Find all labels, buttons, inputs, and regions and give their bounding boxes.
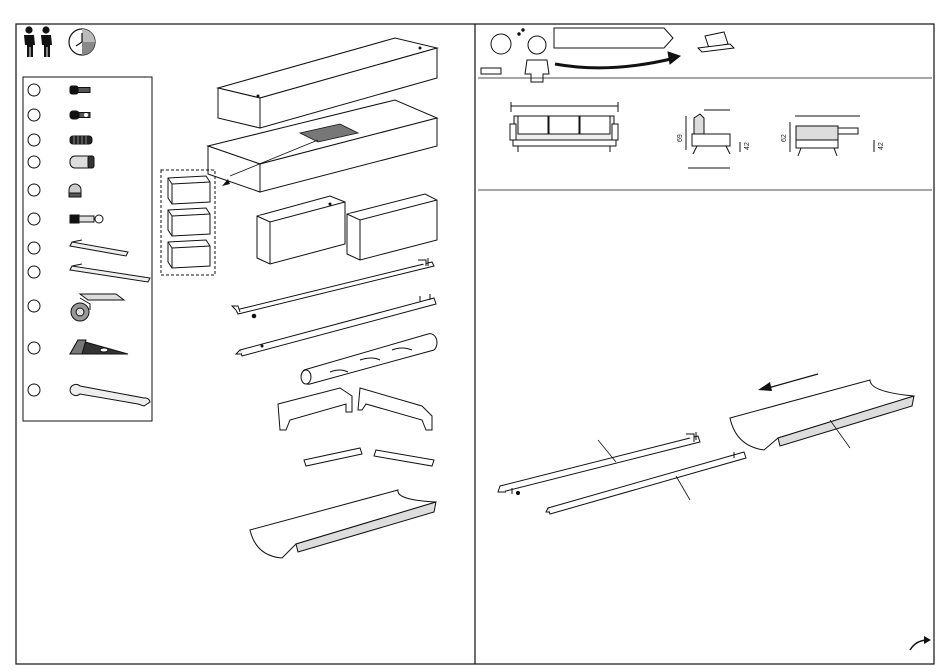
step-back-tray xyxy=(730,380,914,450)
step-circle xyxy=(491,34,511,54)
laptop-icon xyxy=(698,32,734,52)
threaded-bolt-icon xyxy=(70,136,92,144)
help-banner xyxy=(481,28,734,82)
bolt-short-icon xyxy=(70,86,90,94)
legs-pair xyxy=(278,388,432,430)
callout-line xyxy=(676,476,690,500)
hardware-item xyxy=(28,84,90,96)
allen-key-large-icon xyxy=(70,264,150,282)
flow-arrow xyxy=(555,58,675,68)
cushions-3 xyxy=(168,176,210,268)
spanner-icon xyxy=(70,384,150,406)
step-side-bar xyxy=(546,452,746,514)
bolt-round-head-icon xyxy=(70,111,90,119)
bed-side-view xyxy=(790,116,874,156)
allen-key-small-icon xyxy=(70,240,128,256)
hardware-item xyxy=(28,213,103,225)
sofa-side-view xyxy=(686,110,740,168)
armrest-left xyxy=(257,196,345,264)
dimension-label: 69 xyxy=(677,134,684,142)
armrest-right xyxy=(347,194,437,260)
dimension-label: 42 xyxy=(744,142,751,150)
hex-bolt-icon xyxy=(70,215,103,223)
people-required-icon xyxy=(24,26,52,57)
caster-wheel-icon xyxy=(71,294,124,321)
hardware-item xyxy=(28,109,90,121)
hardware-item xyxy=(28,184,81,197)
clock-icon xyxy=(69,29,95,55)
sofa-front-view xyxy=(510,102,618,152)
hardware-item xyxy=(28,340,128,354)
bolster-roll xyxy=(301,334,437,385)
speech-bubble xyxy=(554,28,673,48)
short-bars xyxy=(304,448,434,466)
hardware-item xyxy=(28,384,150,406)
hardware-item xyxy=(28,264,150,282)
person-thinking-icon xyxy=(481,29,549,82)
direction-arrow xyxy=(758,374,818,391)
hardware-item xyxy=(28,156,94,168)
arrow-next-icon[interactable] xyxy=(910,636,931,650)
threaded-insert-icon xyxy=(70,156,94,168)
back-tray xyxy=(250,490,436,558)
wedge-foot-icon xyxy=(70,340,128,354)
dimension-label: 42 xyxy=(878,142,885,150)
hardware-item xyxy=(28,294,124,321)
cap-nut-icon xyxy=(69,184,81,197)
dimension-label: 62 xyxy=(781,134,788,142)
hardware-list xyxy=(28,84,150,406)
hardware-item xyxy=(28,134,92,146)
hardware-item xyxy=(28,240,128,256)
